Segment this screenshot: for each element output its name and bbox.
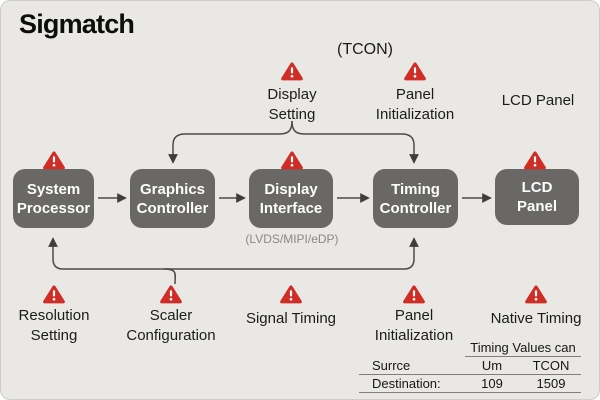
warning-icon-panel-init-top <box>404 61 426 81</box>
tcon-label: (TCON) <box>337 41 393 58</box>
scaler-configuration-label: Scaler Configuration <box>126 307 216 344</box>
table-row: Destination: 109 1509 <box>359 375 581 393</box>
resolution-setting-label: Resolution Setting <box>18 307 90 344</box>
warning-icon-panel-init-bottom <box>403 284 425 304</box>
warning-icon-display-interface <box>281 150 303 170</box>
feedback-to-timing <box>167 237 419 270</box>
table-row: Surrce Um TCON <box>359 357 581 375</box>
arrow-display-setting-to-graphics <box>168 120 293 164</box>
lcd-panel-note-label: LCD Panel <box>501 92 575 109</box>
brand-logo: Sigmatch <box>19 9 135 39</box>
warning-icon-lcd-panel <box>524 150 546 170</box>
warning-icon-display-setting <box>281 61 303 81</box>
warning-icon-native-timing <box>525 284 547 304</box>
node-system-processor: System Processor <box>13 169 94 228</box>
table-header: Timing Values can <box>465 340 581 357</box>
table-cell: TCON <box>532 358 570 373</box>
warning-icon-signal-timing <box>280 284 302 304</box>
node-lcd-panel: LCD Panel <box>495 169 579 225</box>
node-display-interface: Display Interface <box>249 169 333 228</box>
arrow-display-setting-to-timing <box>291 120 419 164</box>
display-setting-label: Display Setting <box>267 86 317 123</box>
warning-icon-system-processor <box>43 150 65 170</box>
feedback-to-system <box>48 237 169 270</box>
timing-values-table: Timing Values can Surrce Um TCON Destina… <box>359 340 581 393</box>
table-cell: 109 <box>481 376 503 391</box>
table-cell: Um <box>481 358 503 373</box>
node-timing-controller: Timing Controller <box>373 169 458 228</box>
table-cell: Destination: <box>372 376 441 391</box>
native-timing-label: Native Timing <box>490 310 582 327</box>
signal-timing-label: Signal Timing <box>245 310 337 327</box>
panel-initialization-top-label: Panel Initialization <box>375 86 455 123</box>
warning-icon-scaler-configuration <box>160 284 182 304</box>
warning-icon-resolution-setting <box>43 284 65 304</box>
table-cell: Surrce <box>372 358 411 373</box>
interface-sublabel: (LVDS/MIPI/eDP) <box>245 232 339 246</box>
feedback-stub <box>163 268 176 285</box>
panel-initialization-bottom-label: Panel Initialization <box>374 307 454 344</box>
table-cell: 1509 <box>536 376 566 391</box>
node-graphics-controller: Graphics Controller <box>130 169 215 228</box>
